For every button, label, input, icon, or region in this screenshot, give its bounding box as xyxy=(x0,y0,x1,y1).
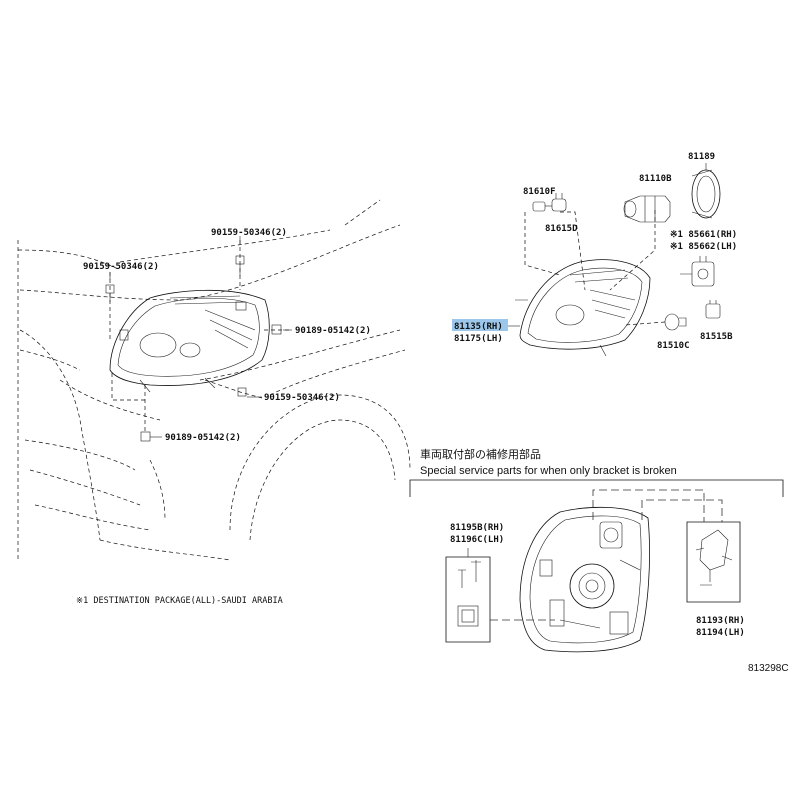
bulb-small-icon xyxy=(551,193,567,212)
label-bulb-side: 81510C xyxy=(657,341,690,351)
bulb-main-icon xyxy=(623,195,671,223)
label-bulb-main: 81110B xyxy=(639,174,672,184)
headlamp-rear-view xyxy=(519,506,650,653)
headlamp-installed xyxy=(109,289,270,393)
screw-icon-lower xyxy=(204,379,263,399)
label-hid-rh: ※1 85661(RH) xyxy=(670,230,737,240)
service-title-jp: 車両取付部の補修用部品 xyxy=(420,447,541,461)
screw-icon-top xyxy=(235,240,245,290)
bracket-box xyxy=(686,521,741,603)
vehicle-body-outline xyxy=(17,199,411,561)
label-screw-left: 90159-50346(2) xyxy=(83,262,159,272)
label-screw-lower: 90159-50346(2) xyxy=(264,393,340,403)
label-asy-lh: 81175(LH) xyxy=(454,334,503,344)
highlight-box xyxy=(452,319,508,331)
headlamp-exploded xyxy=(515,259,651,357)
label-bracket-set-rh: 81195B(RH) xyxy=(450,523,504,533)
leader-bracket-mid xyxy=(641,499,723,522)
hid-ballast-icon xyxy=(680,256,715,287)
label-cover: 81189 xyxy=(688,152,715,162)
destination-note: ※1 DESTINATION PACKAGE(ALL)-SAUDI ARABIA xyxy=(76,596,283,606)
leader-socket xyxy=(524,212,561,276)
leader-bulb-small xyxy=(560,211,586,291)
service-title-en: Special service parts for when only brac… xyxy=(420,465,677,477)
bulb-side-icon xyxy=(664,313,687,331)
label-bulb-small: 81615D xyxy=(545,224,578,234)
bolt-icon-lower xyxy=(111,370,151,442)
bracket-set-box xyxy=(445,556,491,643)
reference-code: 813298C xyxy=(748,663,789,674)
leader-bulb-side xyxy=(624,321,666,326)
service-section-bracket xyxy=(409,479,784,497)
leader-bulb-main xyxy=(609,210,656,291)
label-bracket-rh: 81193(RH) xyxy=(696,616,745,626)
cover-icon xyxy=(691,169,721,219)
label-hid-lh: ※1 85662(LH) xyxy=(670,242,737,252)
screw-icon-left xyxy=(105,272,115,340)
label-bracket-set-lh: 81196C(LH) xyxy=(450,535,504,545)
socket-side-icon xyxy=(705,300,721,319)
label-bolt-right: 90189-05142(2) xyxy=(295,326,371,336)
label-bolt-lower: 90189-05142(2) xyxy=(165,433,241,443)
socket-icon xyxy=(532,201,552,212)
label-socket: 81610F xyxy=(523,187,556,197)
label-asy-rh: 81135(RH) xyxy=(454,322,503,332)
label-bracket-lh: 81194(LH) xyxy=(696,628,745,638)
label-socket-side: 81515B xyxy=(700,332,733,342)
label-screw-top: 90159-50346(2) xyxy=(211,228,287,238)
bolt-icon-right xyxy=(264,324,290,335)
leader-bracket-top xyxy=(592,489,705,522)
